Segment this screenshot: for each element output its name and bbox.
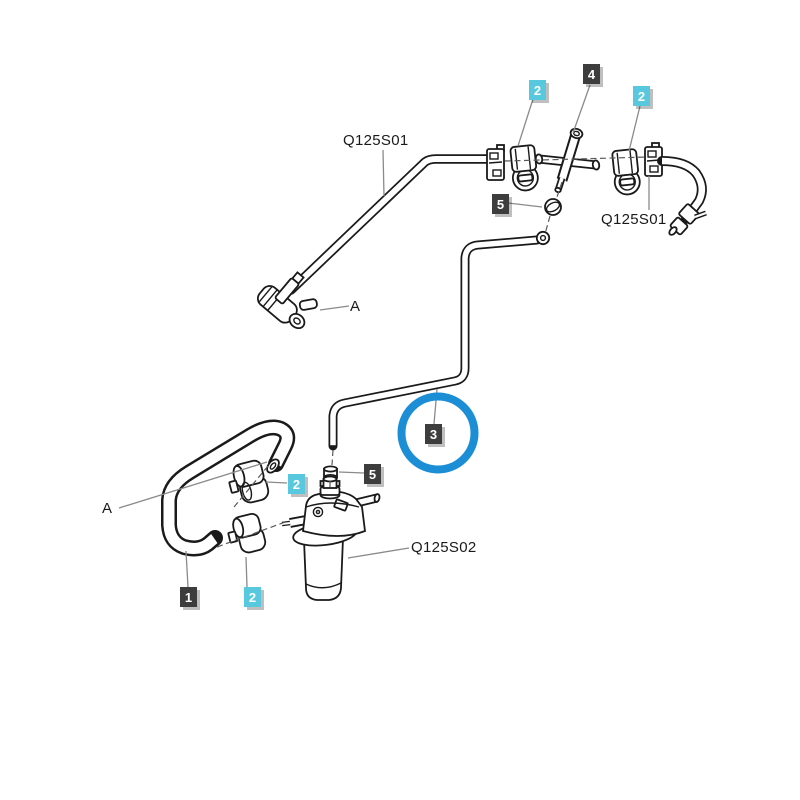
lower-hose-clamp <box>227 513 267 554</box>
ref-label-a-top: A <box>350 298 361 315</box>
part-label-q125s02: Q125S02 <box>411 539 477 556</box>
elbow-connector <box>256 271 318 330</box>
callout-4-cross-fitting[interactable]: 4 <box>583 64 600 84</box>
holder-clamp-right <box>611 148 641 196</box>
fuel-filter <box>281 475 381 601</box>
callout-2-holder-clamp-left[interactable]: 2 <box>529 80 546 100</box>
hose-q125s01-upper <box>286 154 494 295</box>
part-label-q125s01-top: Q125S01 <box>343 132 409 149</box>
callout-2-holder-clamp-right[interactable]: 2 <box>633 86 650 106</box>
hose-q125s01-right <box>657 156 707 236</box>
callout-2-upper-hose-clamp[interactable]: 2 <box>288 474 305 494</box>
upper-hose-clamp <box>228 459 270 504</box>
hose-1 <box>161 419 296 557</box>
grommet <box>544 198 562 216</box>
leader-lines <box>118 84 650 588</box>
callout-1-hose[interactable]: 1 <box>180 587 197 607</box>
highlight-ring <box>397 392 479 474</box>
hose-3 <box>328 230 551 451</box>
spring-clamp-left <box>486 144 505 181</box>
holder-clamp-left <box>509 144 539 192</box>
callout-3-hose[interactable]: 3 <box>425 424 442 444</box>
assembly-axis-lines <box>216 156 649 548</box>
callout-5-grommet[interactable]: 5 <box>492 194 509 214</box>
callout-5-bushing[interactable]: 5 <box>364 464 381 484</box>
callout-2-lower-hose-clamp[interactable]: 2 <box>244 587 261 607</box>
part-label-q125s01-right: Q125S01 <box>601 211 667 228</box>
ref-label-a-bottom: A <box>102 500 113 517</box>
